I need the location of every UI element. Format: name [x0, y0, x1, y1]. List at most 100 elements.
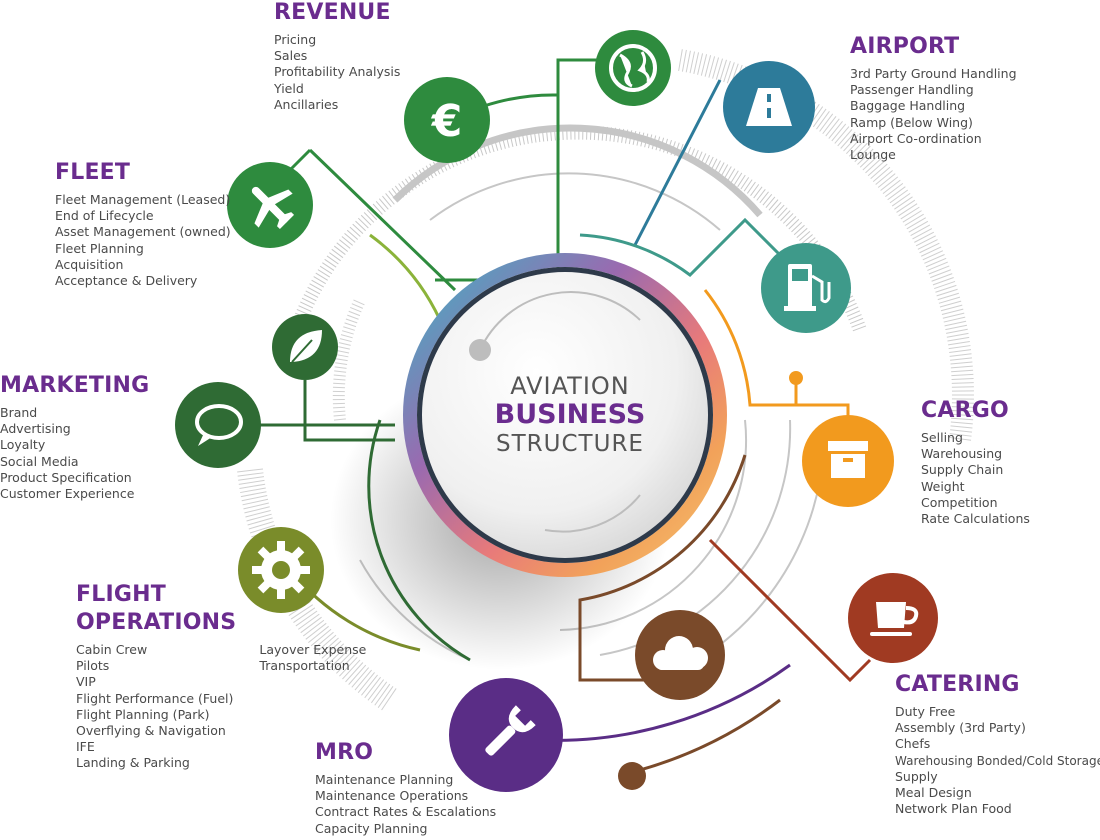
list-item: Chefs: [895, 736, 931, 752]
airport-items: 3rd Party Ground Handling Passenger Hand…: [850, 66, 1017, 163]
revenue-items: Pricing Sales Profitability Analysis Yie…: [274, 32, 400, 113]
list-item: Flight Planning (Park): [76, 706, 210, 722]
list-item: Supply Chain: [921, 462, 1004, 478]
list-item: Duty Free: [895, 704, 956, 719]
catering-heading: CATERING: [895, 672, 1020, 697]
list-item: Loyalty: [0, 437, 46, 453]
list-item: End of Lifecycle: [55, 208, 154, 224]
cargo-items: Selling Warehousing Supply Chain Weight …: [921, 430, 1030, 527]
center-title: AVIATION BUSINESS STRUCTURE: [470, 372, 670, 458]
list-item: Pricing: [274, 32, 317, 47]
center-knob: [469, 339, 491, 361]
catering-items: Duty Free Assembly (3rd Party) Chefs War…: [895, 704, 1100, 817]
list-item: Baggage Handling: [850, 98, 966, 114]
list-item: Airport Co-ordination: [850, 130, 982, 146]
box-icon[interactable]: [802, 415, 894, 507]
list-item: Product Specification: [0, 469, 132, 485]
fleet-heading: FLEET: [55, 160, 131, 185]
airport-block: AIRPORT 3rd Party Ground Handling Passen…: [850, 34, 1017, 163]
fuel-pump-icon[interactable]: [761, 243, 851, 333]
marketing-heading: MARKETING: [0, 373, 150, 398]
center-title-line2: BUSINESS: [494, 399, 646, 430]
airport-heading: AIRPORT: [850, 34, 960, 59]
list-item: Cabin Crew: [76, 642, 148, 657]
list-item: Asset Management (owned): [55, 224, 231, 240]
list-item: Ramp (Below Wing): [850, 114, 973, 130]
flight-operations-col1: Cabin Crew Pilots VIP Flight Performance…: [76, 642, 233, 772]
road-icon[interactable]: [723, 61, 815, 153]
svg-text:€: €: [431, 96, 463, 147]
mro-block: MRO Maintenance Planning Maintenance Ope…: [315, 740, 496, 837]
marketing-block: MARKETING Brand Advertising Loyalty Soci…: [0, 373, 149, 502]
list-item: Acquisition: [55, 256, 124, 272]
list-item: Warehousing: [921, 446, 1003, 462]
list-item: Maintenance Operations: [315, 788, 469, 804]
list-item: Flight Performance (Fuel): [76, 690, 234, 706]
gear-icon[interactable]: [238, 527, 324, 613]
marketing-items: Brand Advertising Loyalty Social Media P…: [0, 405, 149, 502]
list-item: Lounge: [850, 147, 896, 163]
list-item: Meal Design: [895, 785, 972, 801]
list-item: Acceptance & Delivery: [55, 273, 198, 289]
list-item: 3rd Party Ground Handling: [850, 66, 1017, 81]
wrench-icon[interactable]: [449, 678, 563, 792]
euro-icon[interactable]: €: [404, 77, 490, 163]
list-item: Assembly (3rd Party): [895, 720, 1026, 736]
list-item: Warehousing Bonded/Cold Storage): [895, 753, 1100, 768]
list-item: Capacity Planning: [315, 820, 428, 836]
list-item: Fleet Management (Leased): [55, 192, 231, 207]
list-item: Supply: [895, 768, 938, 784]
list-item: Advertising: [0, 421, 71, 437]
list-item: Overflying & Navigation: [76, 723, 226, 739]
list-item: Yield: [274, 80, 304, 96]
flight-operations-heading-line2: OPERATIONS: [76, 610, 237, 635]
list-item: Transportation: [259, 658, 350, 674]
list-item: Rate Calculations: [921, 511, 1030, 527]
list-item: Passenger Handling: [850, 82, 974, 98]
catering-block: CATERING Duty Free Assembly (3rd Party) …: [895, 672, 1100, 817]
list-item: Maintenance Planning: [315, 772, 454, 787]
list-item: Customer Experience: [0, 486, 135, 502]
mro-heading: MRO: [315, 740, 374, 765]
list-item: Brand: [0, 405, 38, 420]
fleet-items: Fleet Management (Leased) End of Lifecyc…: [55, 192, 231, 289]
center-title-line3: STRUCTURE: [496, 431, 644, 457]
mro-items: Maintenance Planning Maintenance Operati…: [315, 772, 496, 837]
revenue-heading: REVENUE: [274, 0, 391, 25]
list-item: IFE: [76, 739, 95, 755]
list-item: Contract Rates & Escalations: [315, 804, 497, 820]
flight-operations-col2: Layover Expense Transportation: [259, 642, 366, 772]
globe-icon[interactable]: [595, 30, 671, 106]
center-inner-arc-bottom: [544, 494, 641, 533]
speech-bubble-icon[interactable]: [175, 382, 261, 468]
center-title-line1: AVIATION: [510, 372, 630, 400]
list-item: Network Plan Food: [895, 801, 1012, 817]
list-item: VIP: [76, 674, 96, 690]
flight-operations-heading-line1: FLIGHT: [76, 582, 166, 607]
list-item: Ancillaries: [274, 96, 339, 112]
list-item: Competition: [921, 494, 998, 510]
list-item: Profitability Analysis: [274, 64, 401, 80]
list-item: Fleet Planning: [55, 240, 144, 256]
coffee-cup-icon[interactable]: [848, 573, 938, 663]
center-inner-arc-top: [479, 291, 641, 351]
airplane-icon[interactable]: [227, 162, 313, 248]
cargo-end-dot: [789, 371, 803, 385]
flight-operations-items: Cabin Crew Pilots VIP Flight Performance…: [76, 642, 366, 772]
fleet-block: FLEET Fleet Management (Leased) End of L…: [55, 160, 231, 289]
list-item: Landing & Parking: [76, 755, 190, 771]
list-item: Social Media: [0, 453, 79, 469]
list-item: Pilots: [76, 658, 110, 674]
list-item: Selling: [921, 430, 963, 445]
cargo-heading: CARGO: [921, 398, 1009, 423]
list-item: Layover Expense: [259, 642, 367, 657]
list-item: Weight: [921, 478, 965, 494]
flight-operations-block: FLIGHT OPERATIONS Cabin Crew Pilots VIP …: [76, 582, 366, 772]
cargo-block: CARGO Selling Warehousing Supply Chain W…: [921, 398, 1030, 527]
center-disc: [422, 272, 708, 558]
center-ring: [403, 253, 727, 577]
leaf-icon[interactable]: [272, 314, 338, 380]
list-item: Sales: [274, 48, 308, 64]
cloud-icon[interactable]: [635, 610, 725, 700]
